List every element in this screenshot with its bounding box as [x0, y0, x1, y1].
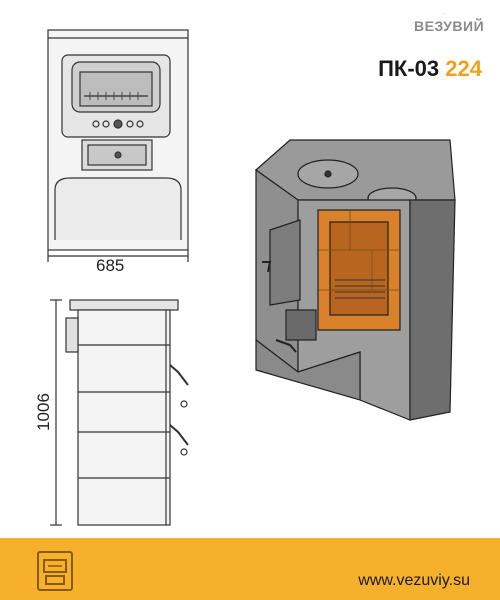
model-title: ПК-03 224 [378, 56, 482, 82]
brand-name: ВЕЗУВИЙ [414, 18, 485, 34]
model-prefix: ПК-03 [378, 56, 440, 81]
vezuviy-logo-icon [442, 12, 445, 15]
front-view [47, 29, 189, 262]
website-link[interactable]: www.vezuviy.su [358, 572, 470, 589]
footer-bar [0, 538, 500, 600]
width-dimension: 685 [96, 256, 125, 275]
side-view [50, 299, 189, 526]
cutaway-view [255, 139, 456, 421]
model-number: 224 [445, 56, 482, 81]
height-dimension: 1006 [34, 393, 53, 431]
stove-icon [37, 551, 73, 591]
